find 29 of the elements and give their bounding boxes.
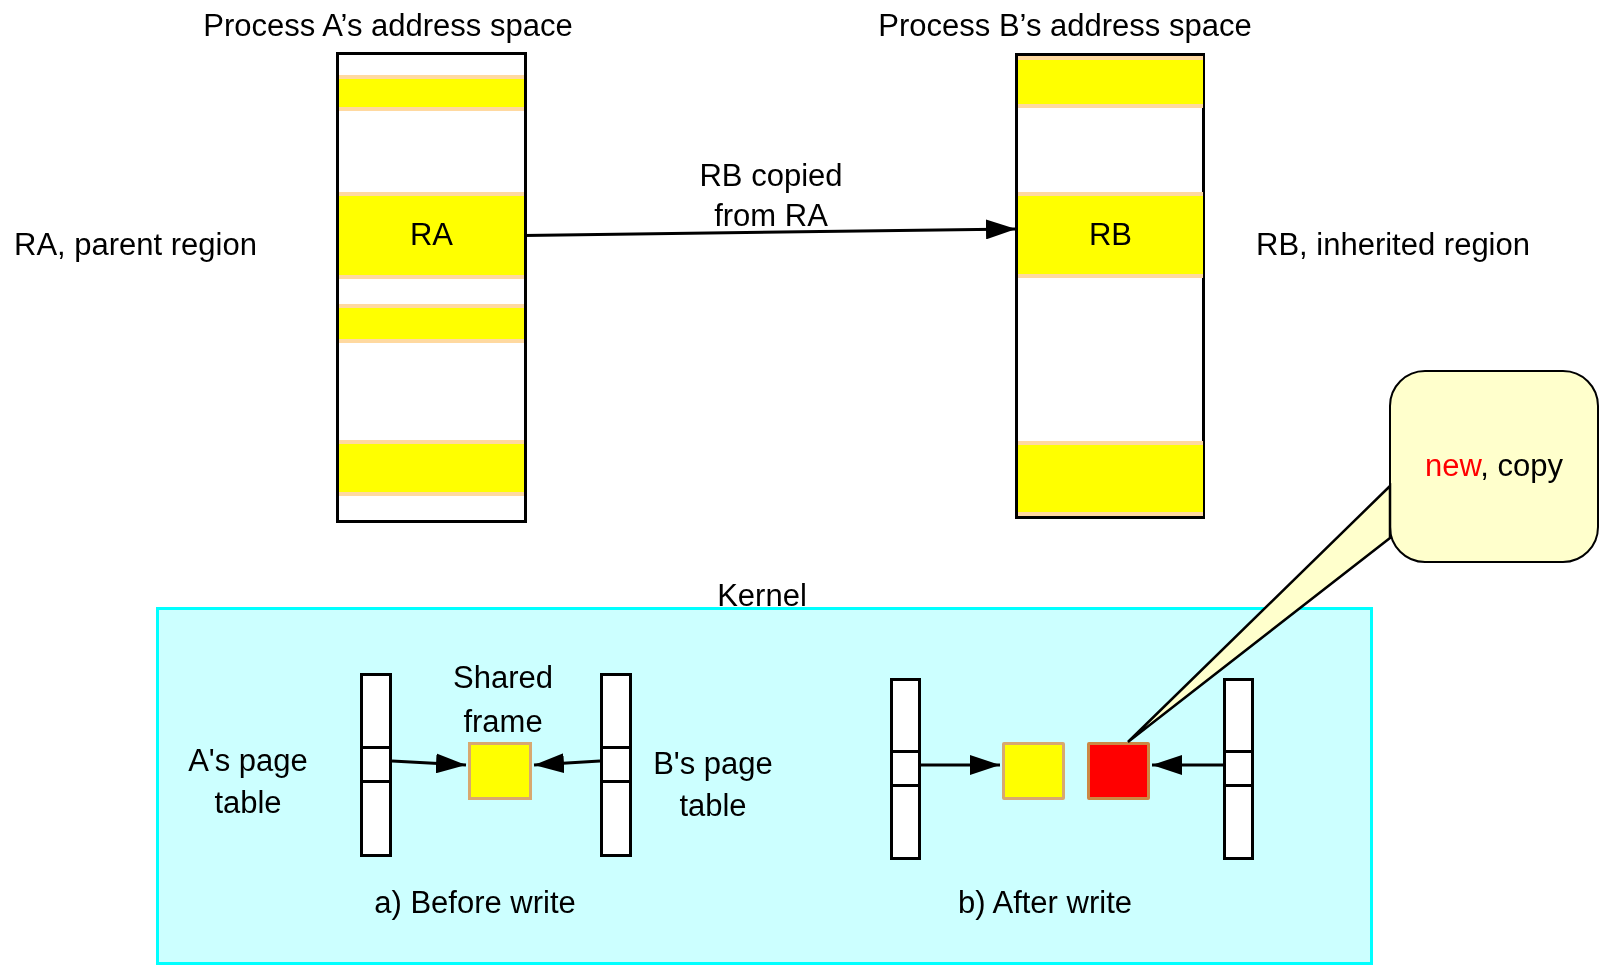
caption-text: b) After write [957,884,1133,922]
speech-callout [1389,370,1599,563]
heading-text: Process B’s address space [877,7,1253,45]
region-label: RB [1088,215,1133,254]
region-label: RA [409,216,454,255]
heading-text: Shared frame [452,659,554,741]
memory-region-band [1018,56,1203,108]
arrow [1152,755,1223,775]
callout-pointer [1126,484,1392,744]
memory-region-band [339,440,524,496]
edge-label: RB copied from RA [698,156,844,235]
arrow [533,753,601,774]
heading-text: Kernel [716,577,808,615]
side-label: RA, parent region [14,226,258,264]
callout-text: new, copy [1425,447,1563,486]
memory-region-band [339,75,524,111]
memory-region-band [1018,441,1203,516]
page-table [890,678,921,860]
memory-region-band [339,304,524,343]
side-label: A's page table [187,742,309,822]
side-label: B's page table [652,745,774,825]
page-table [1223,678,1254,860]
caption-text: a) Before write [373,884,577,922]
page-frame [1002,742,1065,800]
arrow [391,753,467,774]
arrow [921,755,1000,775]
heading-text: Process A’s address space [202,7,574,45]
side-label: RB, inherited region [1256,226,1531,264]
page-frame [1087,742,1150,800]
